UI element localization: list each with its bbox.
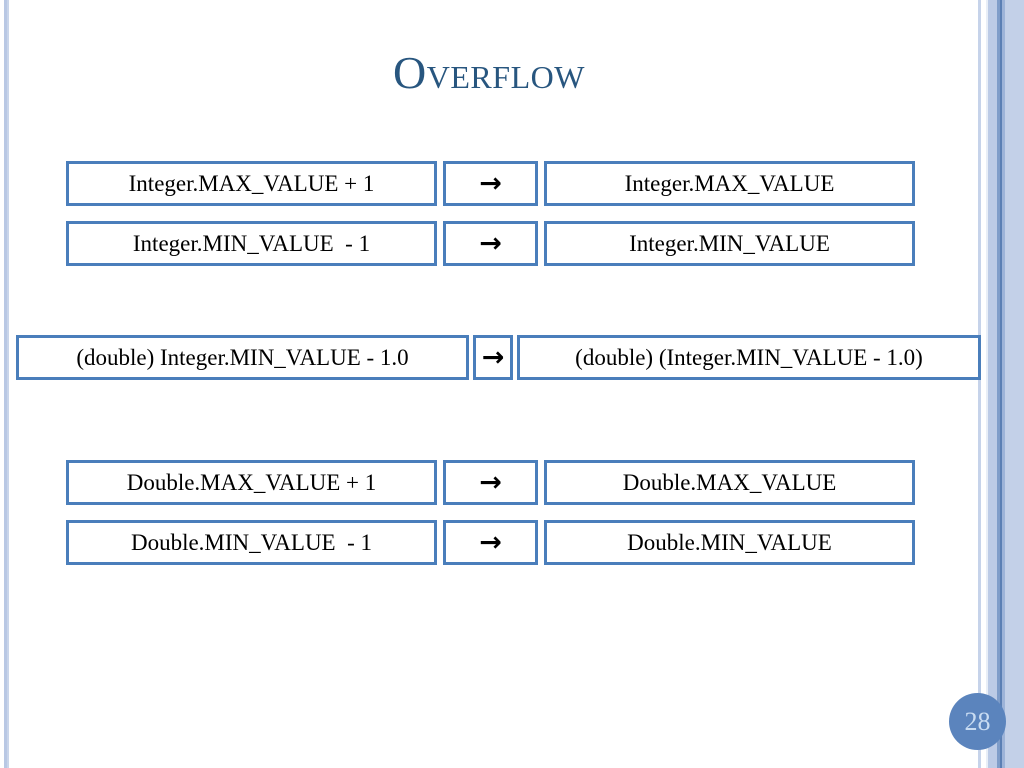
expression-box-double-max: Double.MAX_VALUE + 1: [66, 460, 437, 505]
result-box-double-cast: (double) (Integer.MIN_VALUE - 1.0): [517, 335, 981, 380]
arrow-right-icon: →: [443, 221, 538, 266]
right-edge-stripe-4: [988, 0, 997, 768]
expression-box-integer-max: Integer.MAX_VALUE + 1: [66, 161, 437, 206]
expression-box-double-cast: (double) Integer.MIN_VALUE - 1.0: [16, 335, 469, 380]
right-edge-stripe-3: [986, 0, 988, 768]
result-box-integer-min: Integer.MIN_VALUE: [544, 221, 915, 266]
left-edge-stripe-outer: [4, 0, 7, 768]
arrow-right-icon: →: [443, 460, 538, 505]
result-box-double-max: Double.MAX_VALUE: [544, 460, 915, 505]
arrow-right-icon: →: [443, 161, 538, 206]
right-edge-stripe-8: [1005, 0, 1024, 768]
right-edge-stripe-2: [981, 0, 986, 768]
right-edge-stripe-6: [1000, 0, 1002, 768]
right-edge-stripe-5: [997, 0, 1000, 768]
arrow-right-icon: →: [443, 520, 538, 565]
slide-number-badge: 28: [949, 693, 1006, 750]
right-edge-stripe-7: [1002, 0, 1005, 768]
expression-box-double-min: Double.MIN_VALUE - 1: [66, 520, 437, 565]
right-edge-stripe-1: [978, 0, 981, 768]
result-box-double-min: Double.MIN_VALUE: [544, 520, 915, 565]
expression-box-integer-min: Integer.MIN_VALUE - 1: [66, 221, 437, 266]
arrow-right-icon: →: [473, 335, 513, 380]
left-edge-stripe-inner: [7, 0, 9, 768]
result-box-integer-max: Integer.MAX_VALUE: [544, 161, 915, 206]
page-title: Overflow: [393, 47, 585, 98]
